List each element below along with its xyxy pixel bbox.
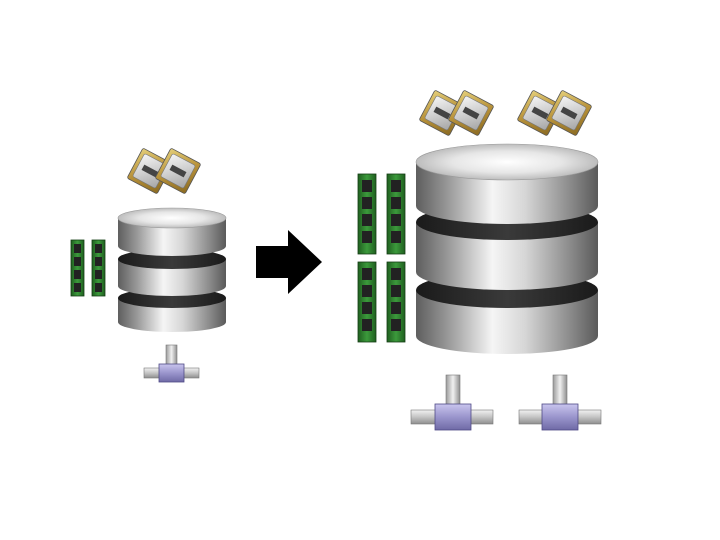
ram-module-icon bbox=[357, 261, 377, 343]
ram-module-icon bbox=[357, 173, 377, 255]
after-server bbox=[357, 90, 602, 431]
cpu-icon bbox=[448, 90, 494, 136]
database-cylinder-icon bbox=[117, 207, 227, 332]
ram-module-icon bbox=[386, 173, 406, 255]
network-connector-icon bbox=[410, 374, 494, 431]
cpu-icon bbox=[155, 148, 201, 194]
disk-platter bbox=[118, 249, 226, 296]
ram-module-icon bbox=[70, 239, 85, 297]
database-cylinder-icon bbox=[415, 143, 599, 354]
network-connector-icon bbox=[143, 344, 200, 383]
network-connector-icon bbox=[518, 374, 602, 431]
scale-up-arrow-icon bbox=[256, 230, 322, 294]
ram-module-icon bbox=[386, 261, 406, 343]
before-server bbox=[70, 148, 227, 383]
cpu-icon bbox=[546, 90, 592, 136]
disk-platter bbox=[117, 207, 227, 256]
disk-platter bbox=[415, 143, 599, 224]
ram-module-icon bbox=[91, 239, 106, 297]
ram-bank bbox=[357, 173, 406, 343]
